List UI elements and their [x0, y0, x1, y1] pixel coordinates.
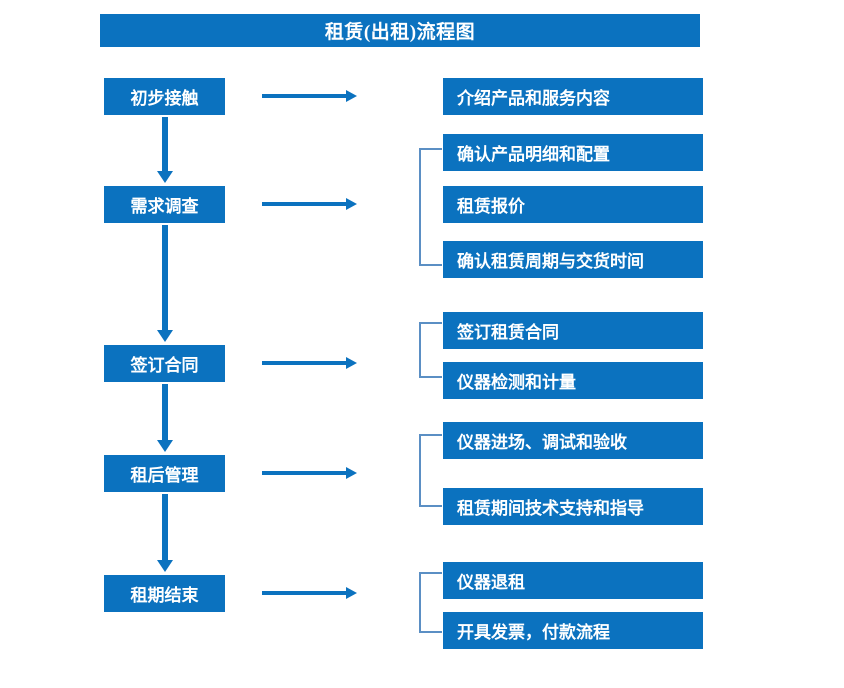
- task-box-confirm-product-details[interactable]: 确认产品明细和配置: [443, 134, 703, 171]
- task-box-introduce-products-services[interactable]: 介绍产品和服务内容: [443, 78, 703, 115]
- stage-box-requirement-survey[interactable]: 需求调查: [104, 186, 225, 223]
- flowchart-title-bar: 租赁(出租)流程图: [100, 14, 700, 47]
- arrow-down-icon-stage2-stage3: [155, 225, 175, 343]
- stage-label: 签订合同: [130, 356, 199, 375]
- arrow-down-icon-stage4-stage5: [155, 494, 175, 573]
- task-label: 仪器检测和计量: [457, 373, 576, 392]
- task-box-sign-rental-contract[interactable]: 签订租赁合同: [443, 312, 703, 349]
- task-box-rental-quotation[interactable]: 租赁报价: [443, 186, 703, 223]
- task-box-instrument-inspection-metering[interactable]: 仪器检测和计量: [443, 362, 703, 399]
- task-box-invoice-payment-process[interactable]: 开具发票，付款流程: [443, 612, 703, 649]
- stage-label: 租期结束: [130, 586, 199, 605]
- stage-box-initial-contact[interactable]: 初步接触: [104, 78, 225, 115]
- arrow-right-icon-stage3: [262, 356, 358, 370]
- arrow-right-icon-stage5: [262, 586, 358, 600]
- task-label: 确认租赁周期与交货时间: [457, 252, 644, 271]
- group-bracket-rental-end: [418, 572, 442, 633]
- task-label: 开具发票，付款流程: [457, 623, 610, 642]
- arrow-down-icon-stage3-stage4: [155, 384, 175, 453]
- task-label: 介绍产品和服务内容: [457, 89, 610, 108]
- stage-box-post-rental-management[interactable]: 租后管理: [104, 455, 225, 492]
- flowchart-title: 租赁(出租)流程图: [324, 22, 476, 43]
- task-label: 确认产品明细和配置: [457, 145, 610, 164]
- task-label: 仪器进场、调试和验收: [457, 433, 627, 452]
- task-label: 签订租赁合同: [457, 323, 559, 342]
- group-bracket-sign-contract: [418, 322, 442, 378]
- task-box-instrument-return[interactable]: 仪器退租: [443, 562, 703, 599]
- stage-label: 需求调查: [130, 197, 199, 216]
- arrow-right-icon-stage2: [262, 197, 358, 211]
- arrow-down-icon-stage1-stage2: [155, 117, 175, 184]
- task-box-technical-support-during-rental[interactable]: 租赁期间技术支持和指导: [443, 488, 703, 525]
- stage-label: 初步接触: [130, 89, 199, 108]
- task-label: 租赁报价: [457, 197, 525, 216]
- stage-label: 租后管理: [130, 466, 199, 485]
- task-box-instrument-delivery-commissioning-acceptance[interactable]: 仪器进场、调试和验收: [443, 422, 703, 459]
- group-bracket-post-rental-management: [418, 434, 442, 507]
- stage-box-sign-contract[interactable]: 签订合同: [104, 345, 225, 382]
- task-label: 仪器退租: [457, 573, 525, 592]
- stage-box-rental-end[interactable]: 租期结束: [104, 575, 225, 612]
- group-bracket-requirement-survey: [418, 148, 442, 266]
- arrow-right-icon-stage4: [262, 466, 358, 480]
- task-box-confirm-rental-period-delivery[interactable]: 确认租赁周期与交货时间: [443, 241, 703, 278]
- arrow-right-icon-stage1: [262, 89, 358, 103]
- task-label: 租赁期间技术支持和指导: [457, 499, 644, 518]
